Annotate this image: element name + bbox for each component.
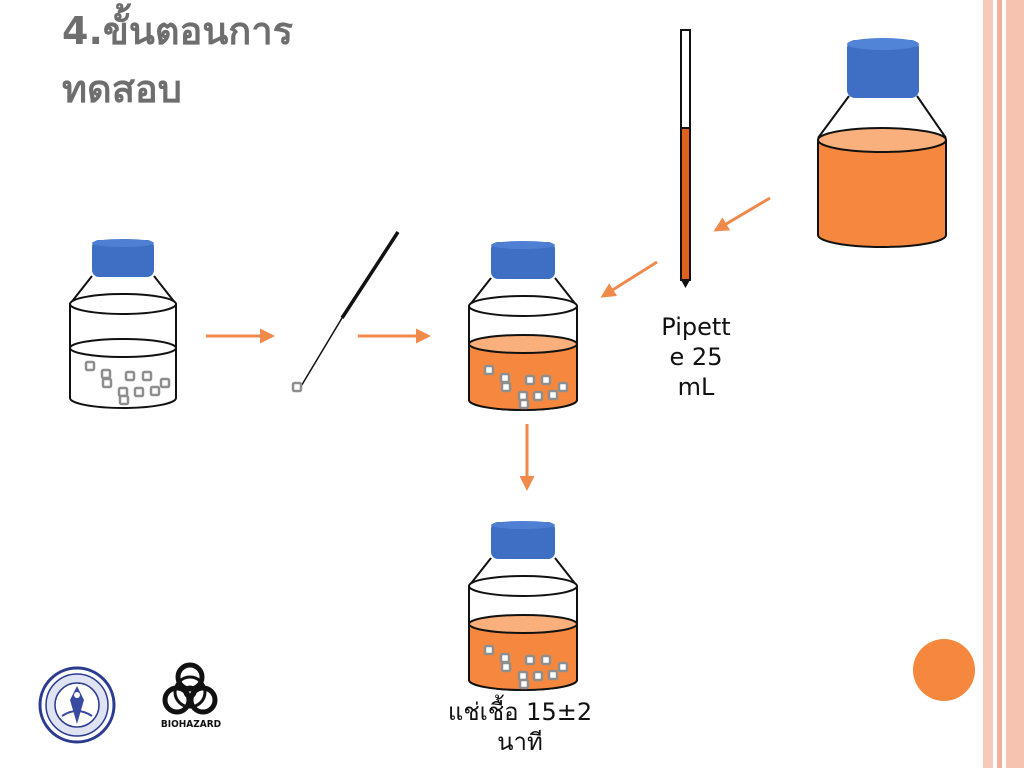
decorative-circle [913, 639, 975, 701]
biohazard-label: BIOHAZARD [160, 719, 222, 730]
pipette [680, 29, 691, 288]
broth-bottle [468, 241, 578, 411]
pipette-label-line3: mL [677, 373, 715, 401]
pipette-label-line1: Pipett [661, 313, 731, 341]
biohazard-icon [162, 662, 218, 715]
institution-seal-logo [38, 666, 116, 744]
border-stripe [997, 0, 1002, 768]
soak-time-label: แช่เชื้อ 15±2 นาที [430, 697, 610, 757]
arrow-diagonal [713, 196, 771, 232]
border-stripe [1006, 0, 1024, 768]
soak-label-line1: แช่เชื้อ 15±2 [447, 698, 593, 726]
slide-title-line2: ทดสอบ [62, 67, 182, 111]
slide-title-line1: 4.ขั้นตอนการ [62, 9, 294, 53]
soak-label-line2: นาที [497, 728, 543, 756]
media-bottle [817, 38, 947, 248]
slide-title: 4.ขั้นตอนการ ทดสอบ [62, 2, 293, 118]
arrow-diagonal [600, 260, 658, 298]
pipette-volume-label: Pipett e 25 mL [648, 312, 744, 402]
soaking-bottle [468, 521, 578, 691]
border-stripe [983, 0, 993, 768]
forceps [291, 231, 400, 393]
pipette-label-line2: e 25 [669, 343, 723, 371]
sample-bottle [69, 239, 177, 409]
